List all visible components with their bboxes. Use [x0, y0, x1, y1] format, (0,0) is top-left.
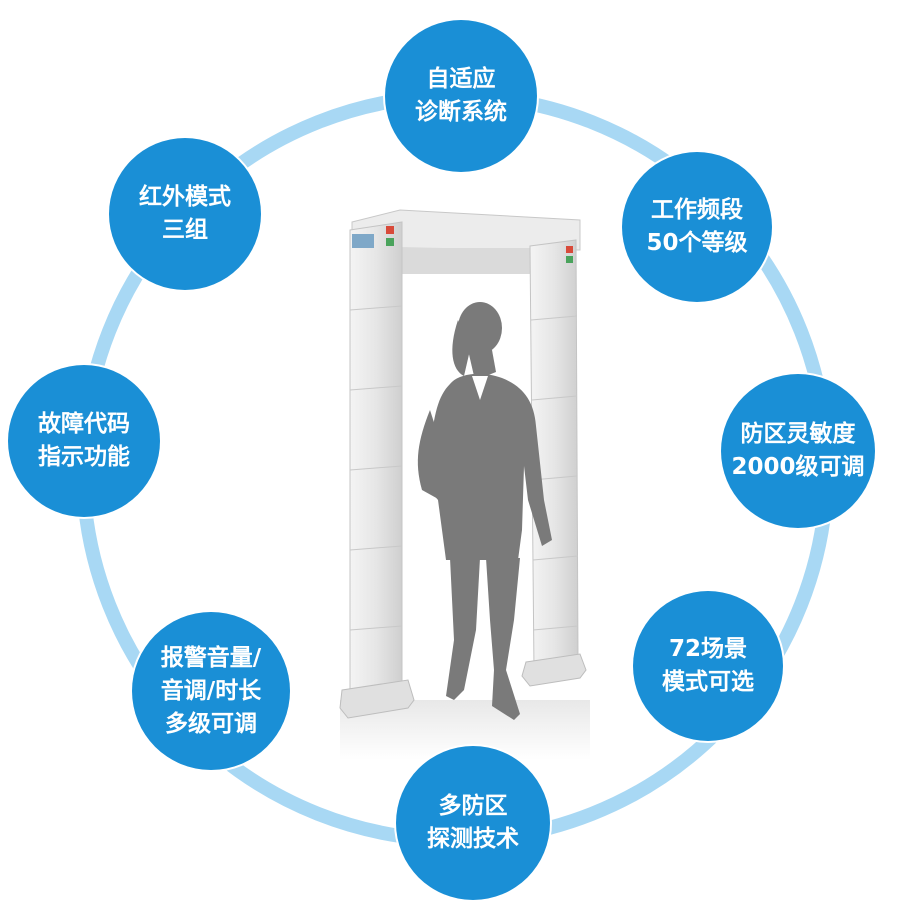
- feature-adaptive-diagnosis-line-2: 诊断系统: [415, 99, 507, 125]
- gate-left-indicator-green: [386, 238, 394, 246]
- feature-scene-modes-line-1: 72场景: [668, 636, 747, 662]
- gate-right-base: [521, 653, 587, 687]
- gate-right-indicator-green: [566, 256, 573, 263]
- feature-zone-sensitivity-line-1: 防区灵敏度: [740, 421, 856, 447]
- feature-circle-infrared-modes: 红外模式 三组: [109, 138, 261, 290]
- feature-circle-multi-zone: 多防区 探测技术: [396, 746, 550, 900]
- feature-fault-code-line-1: 故障代码: [38, 411, 130, 437]
- feature-circle-scene-modes: 72场景 模式可选: [633, 591, 783, 741]
- feature-zone-sensitivity-line-2: 2000级可调: [731, 454, 865, 480]
- feature-circle-frequency-levels: 工作频段 50个等级: [622, 152, 772, 302]
- feature-circle-zone-sensitivity: 防区灵敏度 2000级可调: [721, 374, 875, 528]
- feature-frequency-levels-line-1: 工作频段: [651, 197, 743, 223]
- gate-right-segments: [530, 315, 579, 631]
- gate-left-indicator-red: [386, 226, 394, 234]
- person-silhouette: [417, 302, 552, 720]
- feature-multi-zone-line-1: 多防区: [438, 793, 508, 819]
- feature-alarm-volume-line-3: 多级可调: [165, 710, 257, 737]
- feature-circle-adaptive-diagnosis: 自适应 诊断系统: [385, 20, 537, 172]
- feature-infrared-modes-line-1: 红外模式: [139, 184, 231, 210]
- gate-left-base: [339, 679, 415, 719]
- gate-right-indicator-red: [566, 246, 573, 253]
- gate-left-segments: [349, 305, 403, 631]
- feature-fault-code-line-2: 指示功能: [38, 444, 130, 470]
- walk-through-metal-detector: [339, 209, 590, 760]
- feature-alarm-volume-line-1: 报警音量/: [160, 644, 262, 671]
- feature-adaptive-diagnosis-line-1: 自适应: [426, 66, 496, 92]
- feature-circle-alarm-volume: 报警音量/ 音调/时长 多级可调: [132, 612, 290, 770]
- feature-circle-fault-code: 故障代码 指示功能: [8, 365, 160, 517]
- feature-scene-modes-line-2: 模式可选: [662, 669, 754, 695]
- feature-alarm-volume-line-2: 音调/时长: [160, 677, 262, 704]
- feature-multi-zone-line-2: 探测技术: [427, 826, 519, 852]
- feature-frequency-levels-line-2: 50个等级: [646, 230, 748, 256]
- feature-infrared-modes-line-2: 三组: [162, 217, 208, 243]
- person-collar: [472, 376, 488, 400]
- gate-left-display: [352, 234, 374, 248]
